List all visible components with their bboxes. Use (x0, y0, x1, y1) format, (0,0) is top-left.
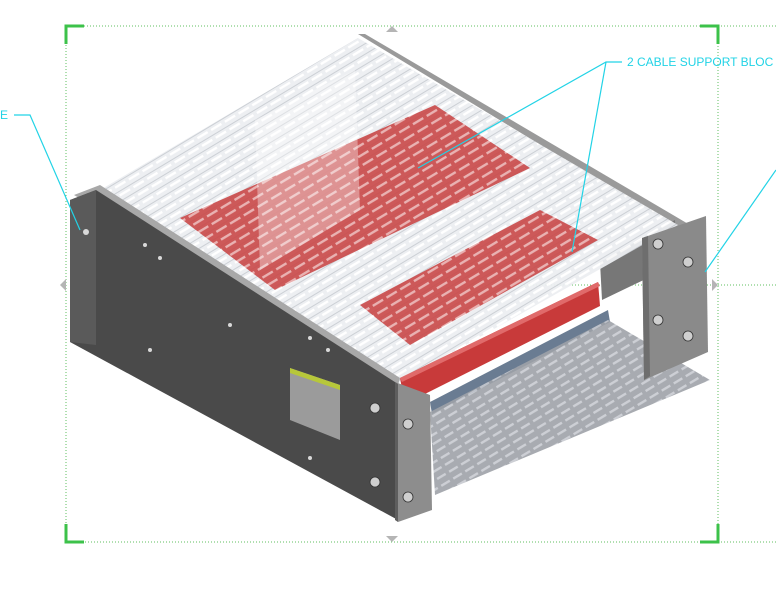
bolt-icon (402, 418, 414, 430)
bolt-icon (402, 491, 414, 503)
selection-grip-icon (386, 536, 398, 542)
rear-bracket (642, 216, 708, 380)
selection-corner-bottom-left (64, 524, 84, 544)
bolt-icon (369, 402, 381, 414)
cable-support-front-bar (400, 282, 600, 404)
bolt-icon (682, 330, 694, 342)
selection-corner-top-left (64, 24, 84, 44)
callout-leaders (14, 61, 776, 273)
selection-corner-top-right (700, 24, 720, 44)
bolt-icon (652, 238, 664, 250)
cable-support-block-upper (180, 105, 530, 290)
label-plate-icon (290, 368, 340, 440)
cable-support-block-lower (360, 210, 598, 345)
front-bracket (395, 382, 432, 522)
selection-corner-bottom-right (700, 524, 720, 544)
side-handle-icon (83, 229, 89, 235)
selection-grip-icon (386, 26, 398, 32)
rack-chassis[interactable] (70, 34, 710, 522)
callout-label-left: E (0, 108, 8, 122)
selection-grip-icon (60, 279, 66, 291)
bolt-icon (369, 476, 381, 488)
callout-label-cable-support: 2 CABLE SUPPORT BLOC (627, 55, 774, 69)
front-left-panel (70, 190, 398, 520)
selection-grip-icon (712, 279, 718, 291)
lower-mesh-tray (430, 320, 710, 495)
bolt-icon (682, 256, 694, 268)
bolt-icon (652, 314, 664, 326)
